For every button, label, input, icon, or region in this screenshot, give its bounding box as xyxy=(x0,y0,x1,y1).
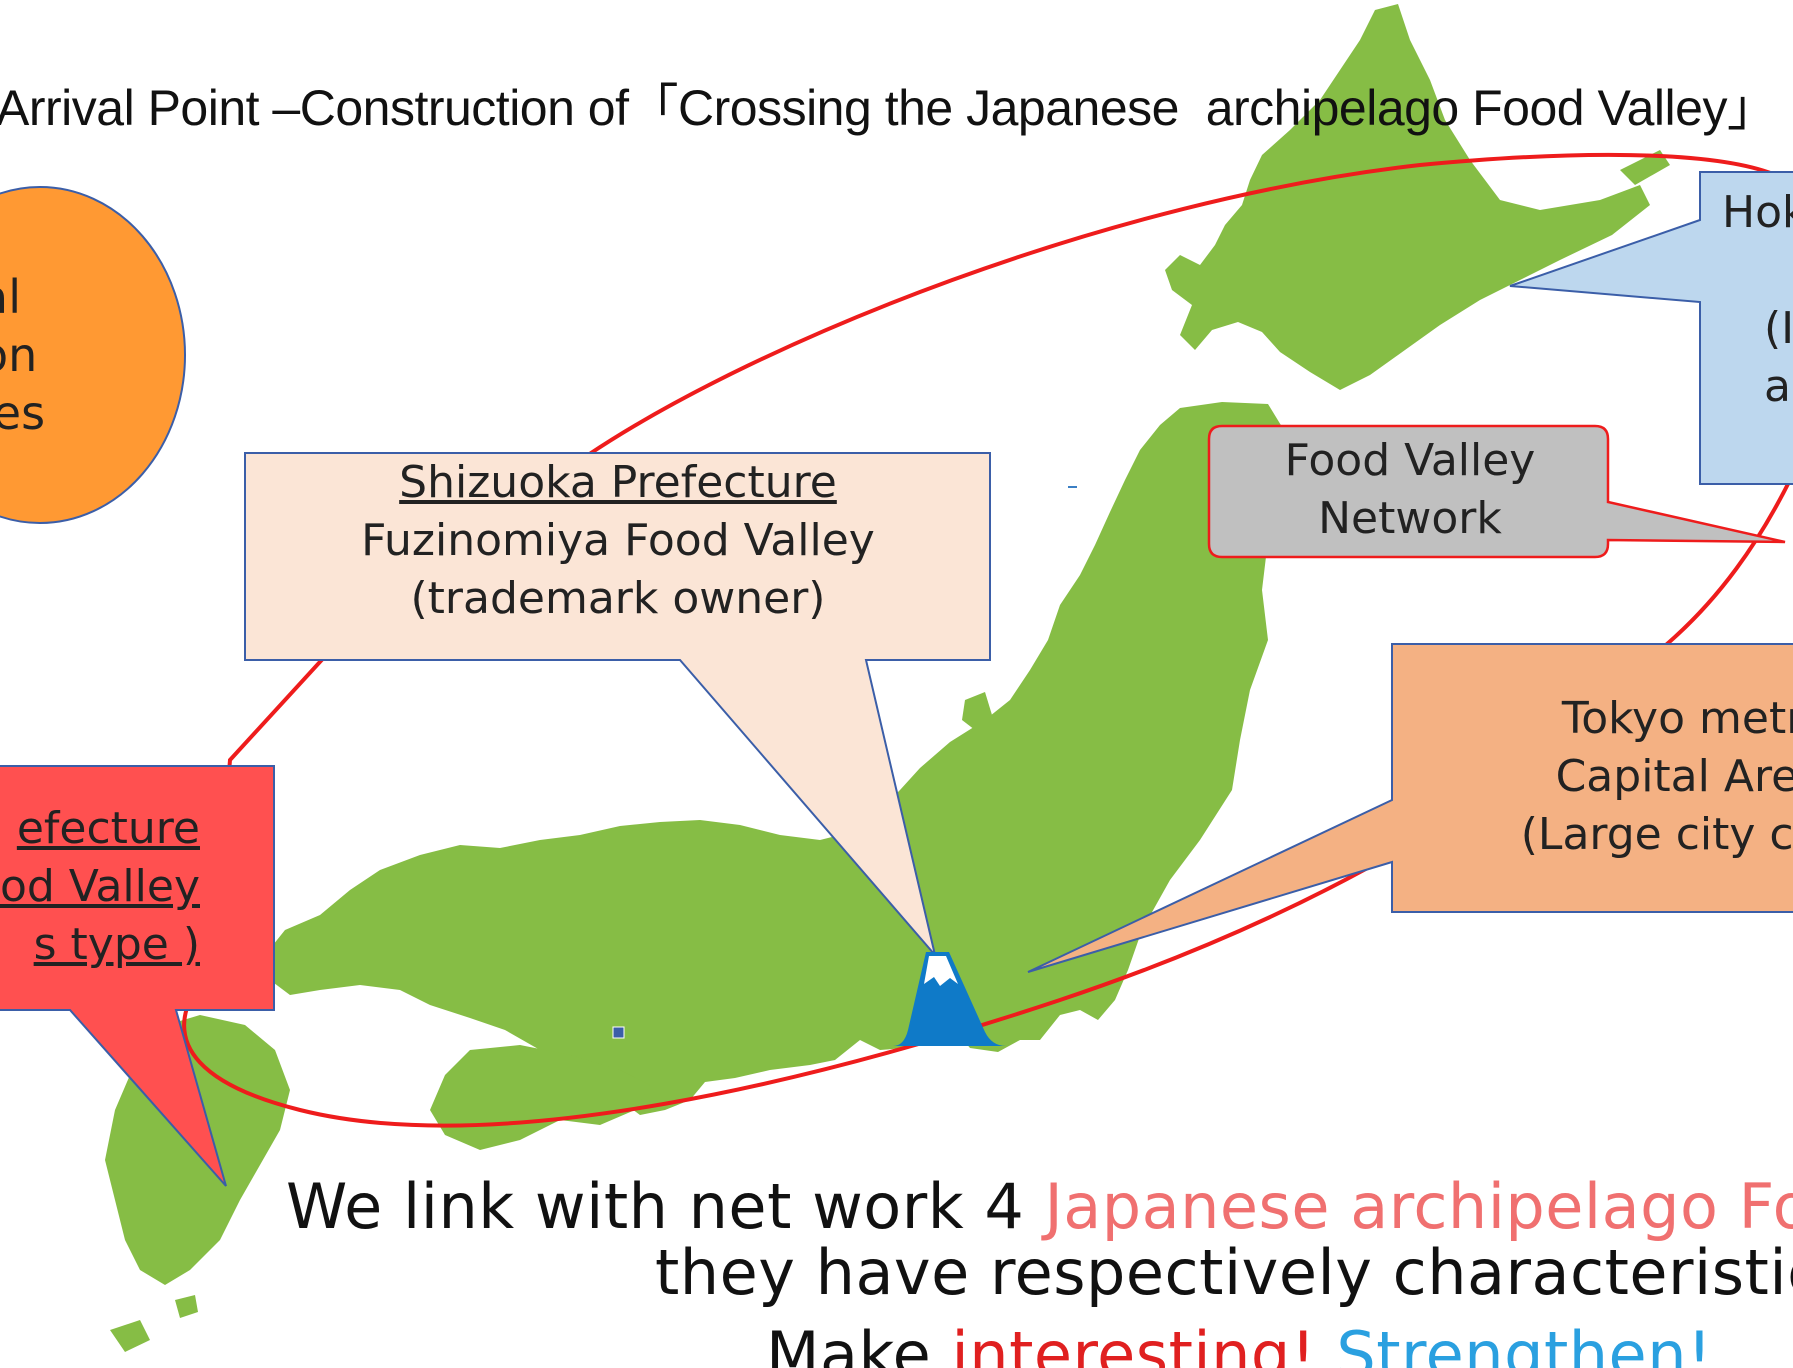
red-line2: od Valley xyxy=(0,861,200,912)
honshu-island xyxy=(265,402,1290,1115)
orange-line2: on xyxy=(0,328,38,382)
kuril-islets xyxy=(1620,150,1670,185)
hokkaido-line1: Hok xyxy=(1722,187,1793,238)
network-line1: Food Valley xyxy=(1284,435,1536,486)
tokyo-label: Tokyo metrop Capital Area F (Large city … xyxy=(1400,690,1793,864)
shizuoka-label: Shizuoka Prefecture Fuzinomiya Food Vall… xyxy=(246,454,990,628)
hokkaido-line2: (I xyxy=(1764,303,1793,354)
shizuoka-line2: Fuzinomiya Food Valley xyxy=(361,515,875,566)
bottom-line-1: We link with net work 4 Japanese archipe… xyxy=(286,1170,1793,1243)
shizuoka-heading: Shizuoka Prefecture xyxy=(399,457,837,508)
bottom-line-3-interesting: interesting! xyxy=(951,1318,1317,1368)
network-callout xyxy=(1207,424,1786,559)
red-callout-label: efecture od Valley s type ) xyxy=(0,800,200,974)
red-callout xyxy=(0,765,275,1187)
tokyo-line3: (Large city consu xyxy=(1520,809,1793,860)
hokkaido-callout xyxy=(1509,171,1793,485)
location-marker-icon xyxy=(612,1026,625,1039)
tokyo-line2: Capital Area F xyxy=(1555,751,1793,802)
tokyo-line1: Tokyo metrop xyxy=(1561,693,1793,744)
tokyo-callout xyxy=(1027,643,1793,973)
network-line2: Network xyxy=(1318,493,1502,544)
network-label: Food Valley Network xyxy=(1210,432,1610,548)
bottom-line-3: Make interesting! Strengthen! xyxy=(766,1318,1712,1368)
mount-fuji-icon xyxy=(893,952,1006,1046)
south-islets xyxy=(110,1295,198,1352)
red-line3: s type ) xyxy=(33,919,200,970)
bottom-line-2: they have respectively characteristics xyxy=(655,1236,1793,1309)
orange-bubble-label: al on les xyxy=(0,268,45,442)
bottom-line-3-prefix: Make xyxy=(766,1318,952,1368)
slide-title: Arrival Point –Construction of「Crossing … xyxy=(0,80,1777,136)
orange-bubble xyxy=(0,186,186,524)
shizuoka-callout xyxy=(244,452,991,956)
hokkaido-label: Hok (I a xyxy=(1722,184,1793,416)
sado-island xyxy=(962,692,992,730)
bottom-line-1-highlight: Japanese archipelago Food xyxy=(1044,1170,1793,1243)
hokkaido-line3: a xyxy=(1764,361,1791,412)
bottom-line-3-space xyxy=(1316,1318,1336,1368)
red-line1: efecture xyxy=(16,803,200,854)
hokkaido-island xyxy=(1165,4,1650,390)
orange-line3: les xyxy=(0,386,46,440)
bottom-line-1-prefix: We link with net work 4 xyxy=(286,1170,1045,1243)
orange-line1: al xyxy=(0,270,21,324)
shizuoka-line3: (trademark owner) xyxy=(410,573,826,624)
bottom-line-3-strengthen: Strengthen! xyxy=(1336,1318,1713,1368)
